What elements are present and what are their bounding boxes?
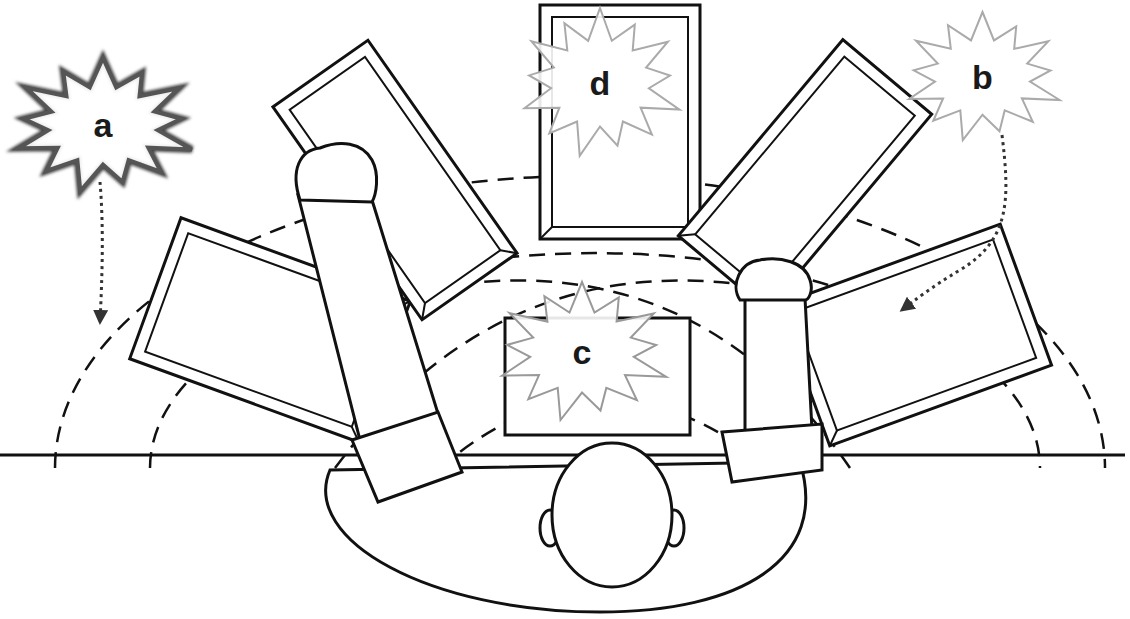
callout-letter: c	[573, 333, 592, 372]
right-sleeve	[722, 424, 822, 482]
left-hand	[296, 144, 377, 202]
callout-text-box: a	[8, 58, 198, 193]
callout-burst: b	[900, 12, 1065, 142]
callout-burst: a	[8, 58, 198, 193]
callout-burst: c	[492, 282, 672, 422]
right-forearm	[745, 298, 812, 436]
right-hand	[736, 259, 811, 300]
callout-text-box: d	[515, 8, 685, 158]
burst-star	[19, 58, 192, 191]
burst-star	[502, 282, 666, 420]
burst-star	[525, 8, 680, 156]
left-forearm	[298, 195, 440, 448]
pointer-arrow	[902, 135, 1006, 310]
burst-star	[909, 12, 1059, 140]
person-head	[552, 443, 672, 587]
callout-burst: d	[515, 8, 685, 158]
tray	[778, 224, 1051, 446]
callout-letter: d	[590, 64, 611, 103]
pointer-arrow	[100, 182, 102, 322]
callout-letter: a	[94, 106, 113, 145]
desk-edge	[0, 454, 1125, 457]
callout-letter: b	[972, 58, 993, 97]
callout-text-box: c	[492, 282, 672, 422]
left-sleeve	[352, 412, 462, 502]
callout-text-box: b	[900, 12, 1065, 142]
burst-shadow	[19, 58, 192, 191]
